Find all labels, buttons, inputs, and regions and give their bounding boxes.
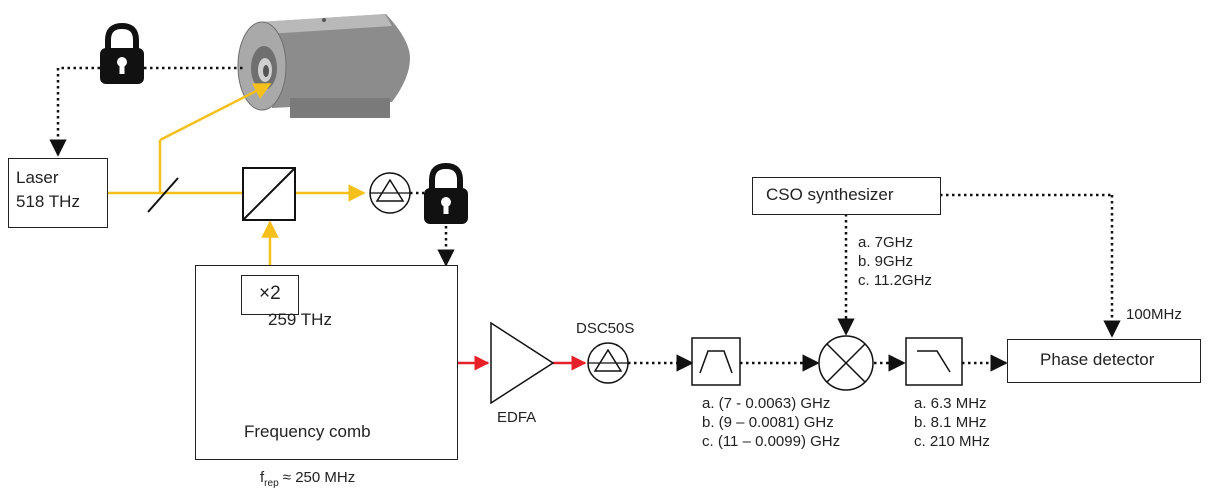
cso-synthesizer-label: CSO synthesizer	[766, 185, 894, 204]
frep-label: frep ≈ 250 MHz	[260, 468, 355, 494]
frep-symbol: f	[260, 469, 265, 486]
edfa-amplifier	[490, 321, 555, 405]
lowpass-option-a: a. 6.3 MHz	[914, 395, 987, 412]
reference-frequency-label: 100MHz	[1126, 306, 1182, 323]
cso-option-b: b. 9GHz	[858, 253, 914, 270]
frequency-comb-label: Frequency comb	[244, 422, 371, 441]
optical-cavity	[237, 14, 410, 118]
photodiode-2-label: DSC50S	[576, 320, 635, 337]
frep-subscript: rep	[264, 478, 279, 489]
lowpass-filter	[905, 337, 963, 386]
lock-icon-cavity	[100, 22, 144, 84]
cso-frequency-list: a. 7GHz b. 9GHz c. 11.2GHz	[858, 233, 932, 290]
cso-option-a: a. 7GHz	[858, 234, 914, 251]
frep-value: ≈ 250 MHz	[278, 469, 356, 486]
doubler-box	[241, 275, 299, 315]
photodiode-1	[369, 172, 411, 214]
beam-to-cavity	[159, 82, 272, 142]
laser-label-line2: 518 THz	[16, 192, 80, 211]
bandpass-filter	[691, 337, 741, 386]
dotted-signal-paths	[49, 66, 1121, 372]
bandpass-frequency-list: a. (7 - 0.0063) GHz b. (9 – 0.0081) GHz …	[702, 394, 840, 451]
cso-synthesizer-box	[752, 177, 941, 215]
bandpass-option-a: a. (7 - 0.0063) GHz	[702, 395, 831, 412]
lowpass-option-b: b. 8.1 MHz	[914, 414, 987, 431]
phase-detector-label: Phase detector	[1040, 350, 1155, 369]
comb-line-frequency: 259 THz	[268, 310, 332, 329]
lock-icon-comb	[424, 162, 468, 224]
frequency-comb-box	[195, 265, 458, 460]
laser-box	[8, 158, 108, 228]
edfa-label: EDFA	[497, 409, 537, 426]
lowpass-frequency-list: a. 6.3 MHz b. 8.1 MHz c. 210 MHz	[914, 394, 990, 451]
beam-splitter-cube	[242, 167, 296, 221]
beam-splitter-mirror	[147, 177, 179, 213]
phase-detector-box	[1007, 339, 1201, 383]
photodiode-2	[587, 342, 629, 384]
mixer	[818, 335, 874, 391]
doubler-label: ×2	[259, 283, 281, 304]
bandpass-option-c: c. (11 – 0.0099) GHz	[702, 433, 841, 450]
laser-label-line1: Laser	[16, 168, 59, 187]
laser-beams	[107, 82, 366, 275]
bandpass-option-b: b. (9 – 0.0081) GHz	[702, 414, 834, 431]
lowpass-option-c: c. 210 MHz	[914, 433, 990, 450]
cso-option-c: c. 11.2GHz	[858, 272, 932, 289]
